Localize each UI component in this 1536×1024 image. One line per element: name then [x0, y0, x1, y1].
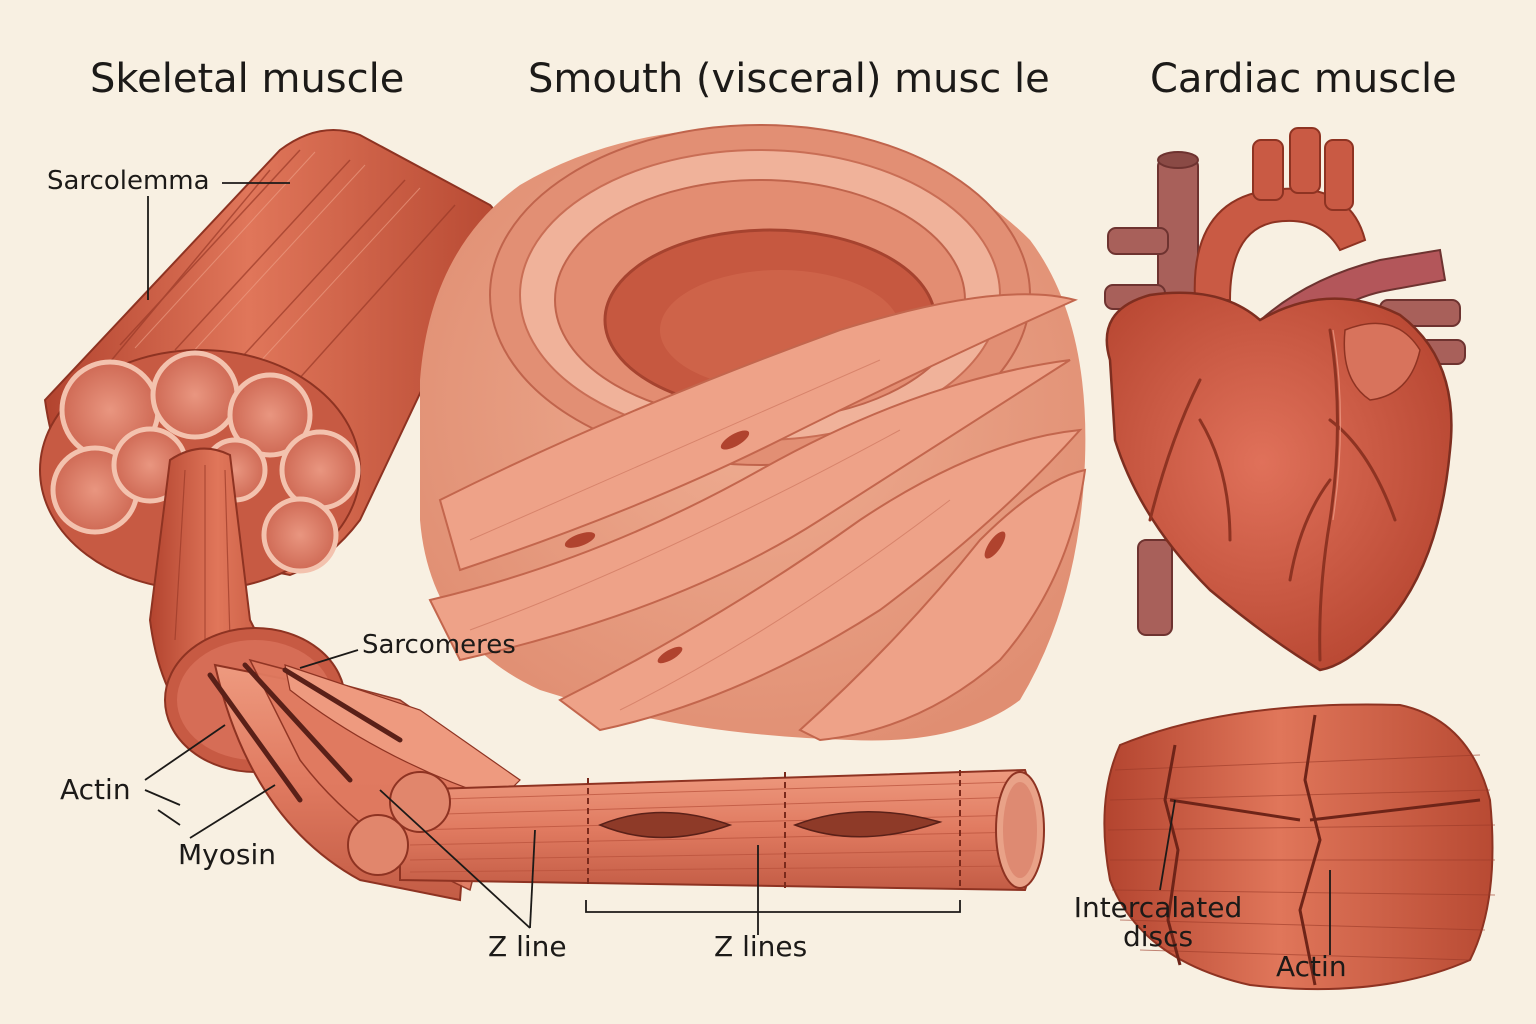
leader-lines: [144, 182, 1331, 955]
label-z-lines: Z lines: [714, 930, 808, 963]
label-myosin: Myosin: [178, 838, 276, 871]
label-actin-left: Actin: [60, 773, 131, 806]
heart-illustration: [1104, 127, 1466, 672]
smooth-muscle-cells: [428, 293, 1087, 742]
smooth-muscle-illustration: [420, 124, 1087, 742]
label-intercalated-line2: discs: [1122, 920, 1194, 954]
skeletal-muscle-illustration: [39, 129, 1045, 902]
aortic-arch: [1193, 187, 1367, 301]
cardiac-tissue-illustration: [1103, 703, 1496, 991]
title-cardiac-muscle: Cardiac muscle: [1150, 56, 1457, 102]
label-intercalated-line1: Intercalated: [1073, 891, 1243, 924]
cardiac-fiber-block: [1103, 703, 1494, 991]
label-actin-right: Actin: [1276, 950, 1347, 983]
label-z-line: Z line: [488, 930, 567, 963]
label-sarcolemma: Sarcolemma: [47, 166, 210, 196]
title-skeletal-muscle: Skeletal muscle: [90, 56, 405, 102]
label-intercalated-discs: Intercalated discs: [1072, 893, 1244, 952]
myofibril-tube: [399, 768, 1036, 892]
label-sarcomeres: Sarcomeres: [362, 630, 516, 660]
title-smooth-muscle: Smouth (visceral) musc le: [528, 56, 1050, 102]
